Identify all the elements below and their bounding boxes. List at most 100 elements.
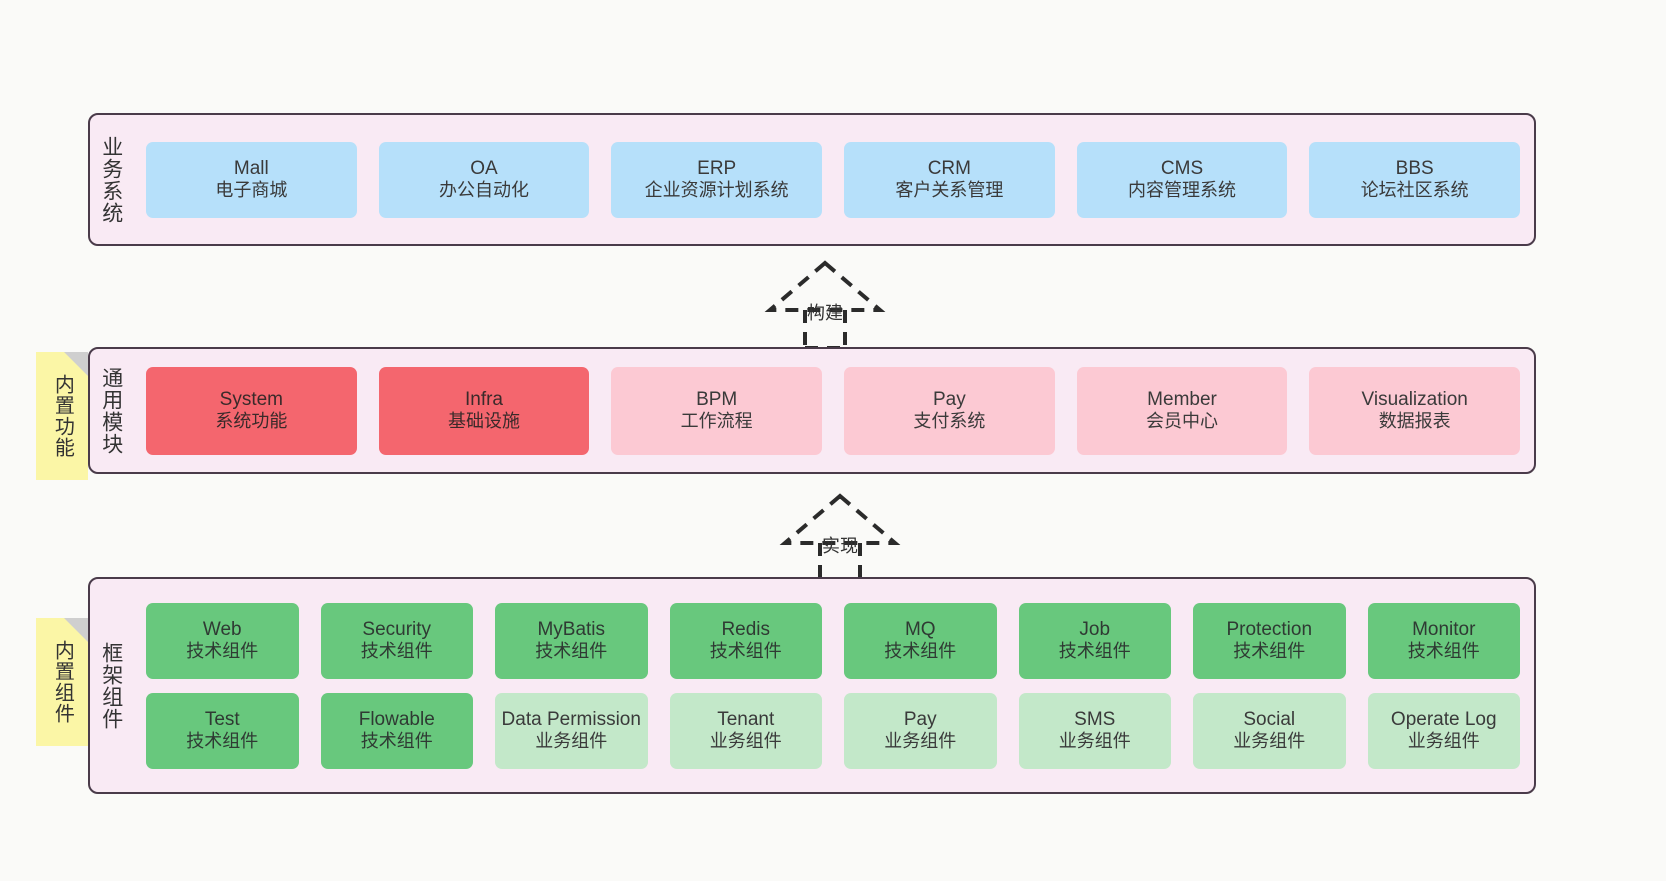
card-mq-desc: 技术组件 — [884, 641, 957, 662]
note-fold-icon — [64, 352, 88, 376]
card-system-desc: 系统功能 — [215, 411, 288, 432]
card-erp[interactable]: ERP 企业资源计划系统 — [611, 141, 823, 218]
card-cms-desc: 内容管理系统 — [1128, 180, 1237, 201]
card-mybatis-desc: 技术组件 — [535, 641, 608, 662]
layer-business-system[interactable]: 业务系统 Mall 电子商城 OA 办公自动化 ERP 企业资源计划系统 CRM — [88, 113, 1536, 246]
card-protection[interactable]: Protection 技术组件 — [1193, 602, 1346, 679]
card-pay-module[interactable]: Pay 支付系统 — [844, 366, 1055, 455]
card-job[interactable]: Job 技术组件 — [1018, 602, 1171, 679]
card-redis[interactable]: Redis 技术组件 — [669, 602, 822, 679]
card-bpm-desc: 工作流程 — [680, 411, 753, 432]
card-pay-module-desc: 支付系统 — [913, 411, 986, 432]
card-member-name: Member — [1147, 388, 1217, 410]
card-oa-name: OA — [470, 157, 498, 179]
card-web[interactable]: Web 技术组件 — [146, 602, 299, 679]
card-bbs-name: BBS — [1395, 157, 1434, 179]
card-security[interactable]: Security 技术组件 — [320, 602, 473, 679]
card-monitor-desc: 技术组件 — [1407, 641, 1480, 662]
card-pay-component-desc: 业务组件 — [884, 731, 957, 752]
card-visualization[interactable]: Visualization 数据报表 — [1309, 366, 1521, 455]
card-crm[interactable]: CRM 客户关系管理 — [844, 141, 1055, 218]
card-test[interactable]: Test 技术组件 — [146, 692, 299, 769]
card-system[interactable]: System 系统功能 — [146, 366, 357, 455]
card-web-desc: 技术组件 — [186, 641, 259, 662]
card-bpm[interactable]: BPM 工作流程 — [611, 366, 823, 455]
note-fold-icon — [64, 618, 88, 642]
card-job-name: Job — [1079, 618, 1111, 640]
card-monitor[interactable]: Monitor 技术组件 — [1367, 602, 1520, 679]
business-system-row: Mall 电子商城 OA 办公自动化 ERP 企业资源计划系统 CRM 客户关系… — [146, 141, 1521, 218]
card-operate-log-name: Operate Log — [1390, 708, 1497, 730]
card-pay-component-name: Pay — [903, 708, 937, 730]
card-operate-log-desc: 业务组件 — [1407, 731, 1480, 752]
card-bbs-desc: 论坛社区系统 — [1360, 180, 1469, 201]
card-member-desc: 会员中心 — [1146, 411, 1219, 432]
card-system-name: System — [219, 388, 284, 410]
card-cms-name: CMS — [1160, 157, 1204, 179]
layer-common-module-body: System 系统功能 Infra 基础设施 BPM 工作流程 Pay 支付系统… — [132, 349, 1534, 472]
card-social-desc: 业务组件 — [1233, 731, 1306, 752]
card-tenant-name: Tenant — [717, 708, 775, 730]
card-social[interactable]: Social 业务组件 — [1193, 692, 1346, 769]
card-oa-desc: 办公自动化 — [439, 180, 529, 201]
card-redis-name: Redis — [721, 618, 771, 640]
layer-framework-component-label: 框架组件 — [99, 641, 123, 730]
card-mall-desc: 电子商城 — [215, 180, 288, 201]
note-builtin-component-label: 内置组件 — [51, 640, 74, 724]
card-sms[interactable]: SMS 业务组件 — [1018, 692, 1171, 769]
card-data-permission-desc: 业务组件 — [535, 731, 608, 752]
card-test-desc: 技术组件 — [186, 731, 259, 752]
card-redis-desc: 技术组件 — [709, 641, 782, 662]
card-security-desc: 技术组件 — [360, 641, 433, 662]
card-test-name: Test — [204, 708, 240, 730]
card-cms[interactable]: CMS 内容管理系统 — [1076, 141, 1288, 218]
card-crm-name: CRM — [927, 157, 971, 179]
card-social-name: Social — [1243, 708, 1296, 730]
card-infra-name: Infra — [464, 388, 504, 410]
common-module-row: System 系统功能 Infra 基础设施 BPM 工作流程 Pay 支付系统… — [146, 366, 1521, 455]
framework-component-row-business: Test 技术组件 Flowable 技术组件 Data Permission … — [146, 692, 1520, 769]
card-member[interactable]: Member 会员中心 — [1076, 366, 1288, 455]
note-builtin-component[interactable]: 内置组件 — [36, 618, 88, 746]
card-mall[interactable]: Mall 电子商城 — [146, 141, 357, 218]
card-bbs[interactable]: BBS 论坛社区系统 — [1309, 141, 1521, 218]
card-operate-log[interactable]: Operate Log 业务组件 — [1367, 692, 1520, 769]
layer-common-module[interactable]: 通用模块 System 系统功能 Infra 基础设施 BPM 工作流程 Pay — [88, 347, 1536, 474]
card-erp-desc: 企业资源计划系统 — [644, 180, 789, 201]
card-oa[interactable]: OA 办公自动化 — [378, 141, 590, 218]
layer-framework-component[interactable]: 框架组件 Web 技术组件 Security 技术组件 MyBatis 技术组件… — [88, 577, 1536, 794]
connector-build-label: 构建 — [807, 303, 843, 323]
card-mq-name: MQ — [904, 618, 936, 640]
card-data-permission-name: Data Permission — [501, 708, 641, 730]
card-web-name: Web — [202, 618, 242, 640]
card-bpm-name: BPM — [696, 388, 738, 410]
connector-implement: 实现 — [765, 488, 915, 583]
card-mybatis-name: MyBatis — [537, 618, 606, 640]
card-flowable[interactable]: Flowable 技术组件 — [320, 692, 473, 769]
card-flowable-name: Flowable — [358, 708, 435, 730]
card-protection-desc: 技术组件 — [1233, 641, 1306, 662]
card-visualization-desc: 数据报表 — [1378, 411, 1451, 432]
card-job-desc: 技术组件 — [1058, 641, 1131, 662]
card-sms-name: SMS — [1074, 708, 1116, 730]
card-mybatis[interactable]: MyBatis 技术组件 — [495, 602, 648, 679]
card-protection-name: Protection — [1226, 618, 1313, 640]
card-data-permission[interactable]: Data Permission 业务组件 — [495, 692, 648, 769]
connector-implement-label: 实现 — [822, 536, 858, 556]
card-sms-desc: 业务组件 — [1058, 731, 1131, 752]
card-infra-desc: 基础设施 — [448, 411, 520, 432]
card-visualization-name: Visualization — [1361, 388, 1468, 410]
layer-framework-component-body: Web 技术组件 Security 技术组件 MyBatis 技术组件 Redi… — [132, 579, 1534, 792]
card-pay-component[interactable]: Pay 业务组件 — [844, 692, 997, 769]
card-security-name: Security — [362, 618, 432, 640]
card-tenant[interactable]: Tenant 业务组件 — [669, 692, 822, 769]
card-crm-desc: 客户关系管理 — [895, 180, 1004, 201]
layer-business-system-label: 业务系统 — [99, 135, 123, 224]
card-mq[interactable]: MQ 技术组件 — [844, 602, 997, 679]
card-pay-module-name: Pay — [932, 388, 966, 410]
note-builtin-function[interactable]: 内置功能 — [36, 352, 88, 480]
layer-business-system-body: Mall 电子商城 OA 办公自动化 ERP 企业资源计划系统 CRM 客户关系… — [132, 115, 1534, 244]
layer-common-module-label: 通用模块 — [99, 366, 123, 455]
card-infra[interactable]: Infra 基础设施 — [378, 366, 590, 455]
